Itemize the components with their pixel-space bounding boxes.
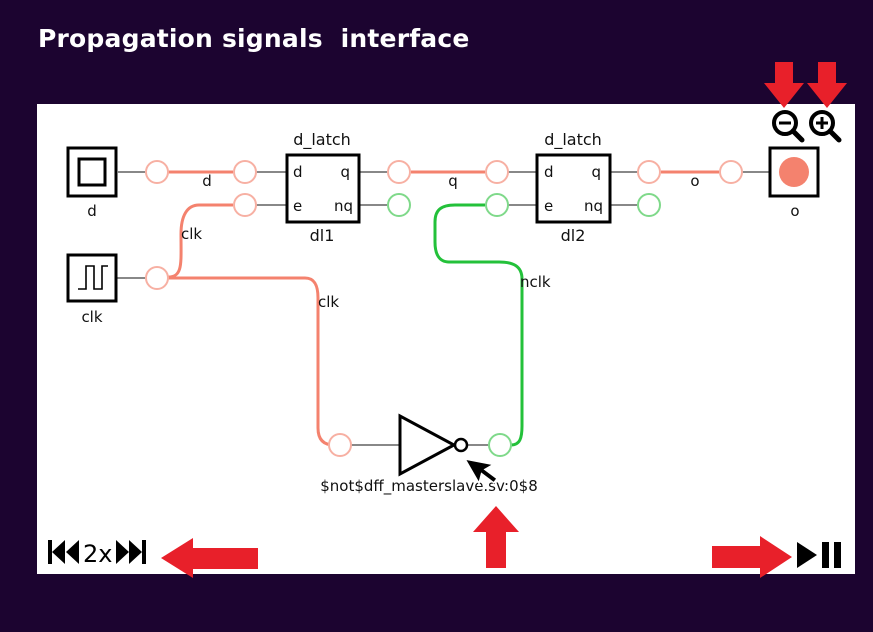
play-pause-button[interactable] (796, 541, 846, 569)
latch-dl1-port-e: e (293, 197, 302, 215)
speed-label[interactable]: 2x (83, 540, 113, 568)
wire-clk-to-dl1 (167, 203, 233, 279)
wire-clk-to-not (168, 276, 335, 447)
port-not-out (488, 433, 512, 457)
mouse-cursor-icon (463, 457, 499, 486)
net-label-clk-upper: clk (181, 225, 202, 243)
annotation-arrow-zoom-out (764, 62, 804, 108)
latch-dl2-port-d: d (544, 163, 554, 181)
output-lamp-icon (768, 146, 820, 198)
port-dl1-d (233, 160, 257, 184)
port-not-in (328, 433, 352, 457)
fast-forward-icon (116, 540, 147, 564)
port-dl1-nq (387, 193, 411, 217)
net-label-q: q (448, 172, 458, 190)
annotation-arrow-speed (161, 538, 258, 578)
input-button-icon[interactable] (66, 146, 118, 198)
latch-dl1-port-d: d (293, 163, 303, 181)
not-gate-label: $not$dff_masterslave.sv:0$8 (320, 477, 538, 496)
net-label-nclk: nclk (520, 273, 551, 291)
zoom-out-icon (772, 110, 805, 143)
zoom-out-button[interactable] (771, 108, 805, 144)
page-title: Propagation signals interface (38, 24, 470, 53)
latch-dl1-type: d_latch (293, 130, 351, 150)
wire-nclk (433, 203, 524, 447)
port-o-in (719, 160, 743, 184)
input-clk-label: clk (81, 308, 102, 326)
annotation-arrow-play (712, 536, 792, 578)
port-d-out (145, 160, 169, 184)
zoom-in-icon (809, 110, 842, 143)
not-gate-icon[interactable] (398, 413, 469, 477)
fast-forward-button[interactable] (114, 539, 148, 569)
circuit-canvas[interactable]: d clk d_latch d e q nq dl1 d_latch d e q… (37, 104, 855, 574)
speed-controls: 2x (47, 540, 148, 568)
port-dl2-e (485, 193, 509, 217)
net-label-o: o (690, 172, 699, 190)
output-o-label: o (790, 202, 799, 220)
latch-dl2-port-e: e (544, 197, 553, 215)
port-clk-out (145, 266, 169, 290)
port-dl1-q (387, 160, 411, 184)
latch-dl2-type: d_latch (544, 130, 602, 150)
port-dl2-d (485, 160, 509, 184)
net-label-d: d (202, 172, 212, 190)
annotation-arrow-inverter (473, 506, 519, 568)
circuit-diagram: d clk d_latch d e q nq dl1 d_latch d e q… (66, 130, 820, 496)
port-dl2-q (637, 160, 661, 184)
port-stubs (116, 171, 770, 446)
net-label-clk-lower: clk (318, 293, 339, 311)
latch-dl2-port-nq: nq (584, 197, 603, 215)
fast-rewind-icon (48, 540, 79, 564)
annotation-arrow-zoom-in (807, 62, 847, 108)
latch-dl1-name: dl1 (310, 226, 335, 245)
latch-dl2[interactable]: d_latch d e q nq dl2 (535, 130, 612, 245)
play-pause-icon (797, 542, 841, 568)
latch-dl1-port-q: q (340, 163, 350, 181)
fast-rewind-button[interactable] (47, 539, 81, 569)
zoom-in-button[interactable] (808, 108, 842, 144)
clock-icon[interactable] (66, 253, 118, 303)
port-dl1-e (233, 193, 257, 217)
latch-dl1-port-nq: nq (334, 197, 353, 215)
port-dl2-nq (637, 193, 661, 217)
latch-dl1[interactable]: d_latch d e q nq dl1 (285, 130, 361, 245)
ports (145, 160, 743, 457)
input-d-label: d (87, 202, 97, 220)
latch-dl2-port-q: q (591, 163, 601, 181)
latch-dl2-name: dl2 (561, 226, 586, 245)
